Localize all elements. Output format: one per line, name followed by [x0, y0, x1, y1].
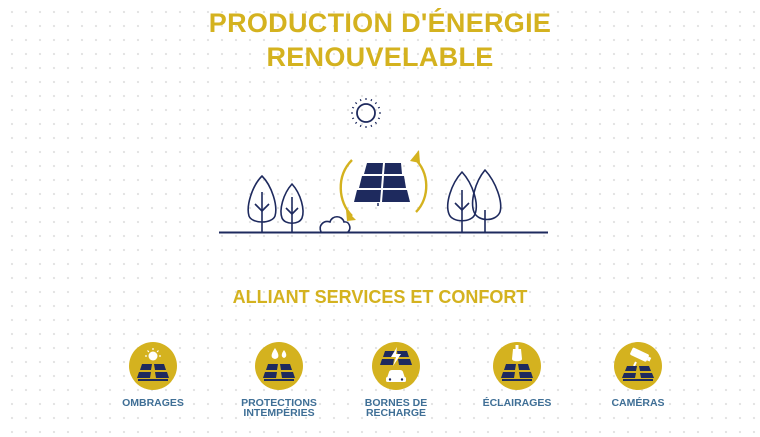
feature-ombrages: OMBRAGES	[88, 340, 218, 408]
section-title: ALLIANT SERVICES ET CONFORT	[232, 287, 528, 307]
page-title: PRODUCTION D'ÉNERGIE RENOUVELABLE	[0, 6, 760, 74]
camera-icon	[614, 342, 662, 390]
feature-label: ÉCLAIRAGES	[482, 397, 552, 409]
solar-panel-icon	[354, 163, 410, 202]
sun-canopy-icon	[129, 342, 177, 390]
weather-protection-icon	[255, 342, 303, 390]
feature-protections: PROTECTIONS INTEMPÉRIES	[214, 340, 344, 418]
feature-cameras: CAMÉRAS	[573, 340, 703, 408]
feature-label: BORNES DE RECHARGE	[364, 397, 428, 419]
lamp-icon	[493, 342, 541, 390]
feature-eclairages: ÉCLAIRAGES	[452, 340, 582, 408]
charging-station-icon	[372, 342, 420, 390]
solar-landscape-illustration	[219, 98, 548, 234]
trees-right-icon	[446, 169, 502, 232]
feature-label: OMBRAGES	[122, 397, 184, 409]
title-line-2: RENOUVELABLE	[266, 42, 494, 72]
feature-label: PROTECTIONS INTEMPÉRIES	[241, 397, 317, 419]
title-line-1: PRODUCTION D'ÉNERGIE	[208, 8, 552, 38]
feature-bornes: BORNES DE RECHARGE	[331, 340, 461, 418]
sun-icon	[351, 98, 381, 128]
bush-icon	[319, 215, 351, 233]
trees-left-icon	[247, 175, 304, 232]
feature-label: CAMÉRAS	[611, 397, 665, 409]
features-row: OMBRAGES PROTECTIONS INTEMPÉRIES	[0, 340, 760, 437]
